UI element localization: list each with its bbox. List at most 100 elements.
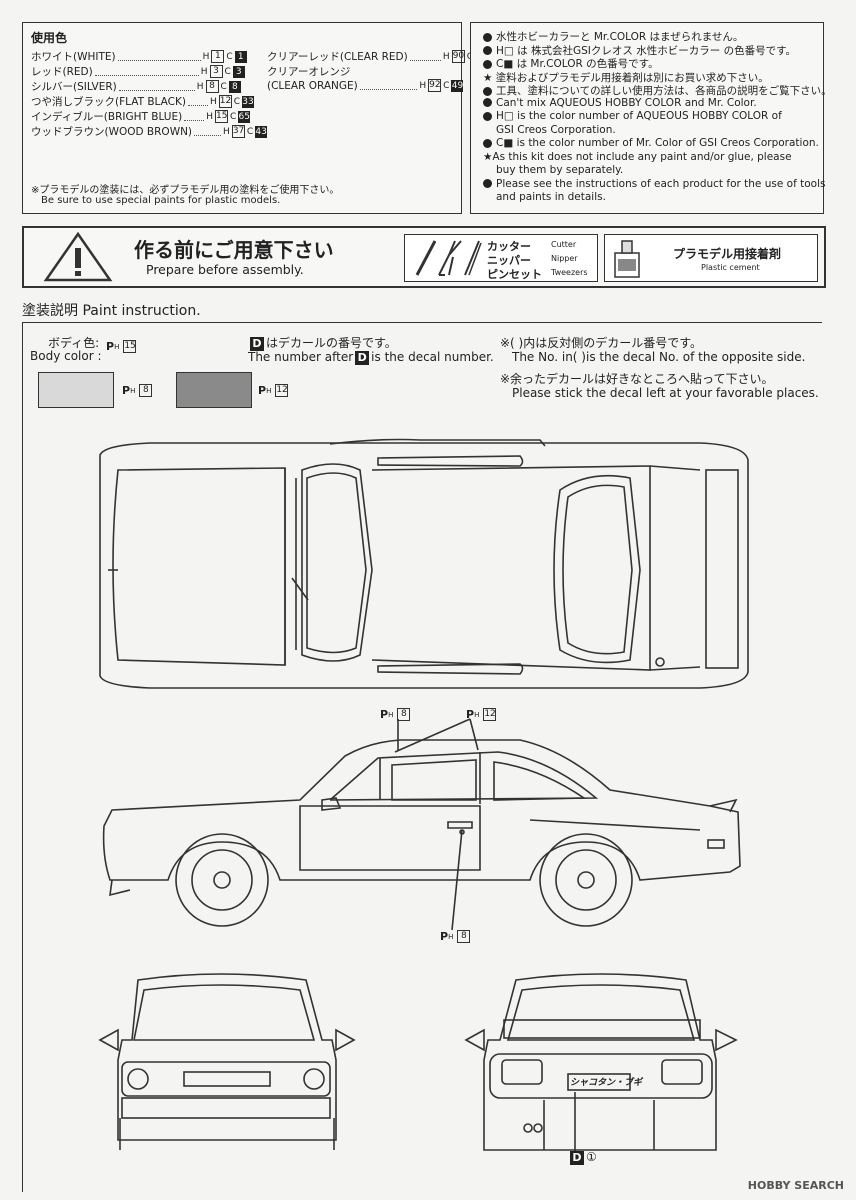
color-row: クリアーレッド(CLEAR RED)H90C47 (267, 49, 487, 64)
c-prefix: C (467, 52, 473, 62)
h-number: 1 (211, 50, 225, 63)
c-prefix: C (443, 80, 450, 91)
h-number: 12 (218, 95, 232, 108)
tools-box: カッター Cutter ニッパー Nipper ピンセット Tweezers (404, 234, 598, 282)
h-prefix: H (223, 126, 230, 137)
bullet-icon (483, 98, 492, 107)
note-line: GSI Creos Corporation. (496, 124, 616, 136)
note-text: 工具、塗料についての詳しい使用方法は、各商品の説明をご覧下さい。 (496, 85, 832, 97)
car-top-view (99, 438, 749, 689)
body-color-label-en: Body color : (30, 349, 102, 363)
leader-dots (409, 52, 441, 61)
decal-note-jp-text: はデカールの番号です。 (266, 336, 397, 350)
c-prefix: C (224, 66, 231, 77)
cement-bottle-icon (614, 240, 640, 278)
leader-dots (194, 127, 222, 136)
warning-triangle-icon (43, 231, 113, 282)
cement-label-en: Plastic cement (701, 263, 760, 272)
note-line: H□ は 株式会社GSIクレオス 水性ホビーカラー の色番号です。 (483, 43, 796, 58)
swatch-flat-black (176, 372, 252, 408)
c-prefix: C (226, 51, 233, 62)
note-text: and paints in details. (496, 191, 606, 203)
leftover-note-en: Please stick the decal left at your favo… (512, 386, 819, 400)
note-line: buy them by separately. (496, 164, 623, 176)
note-line: C■ は Mr.COLOR の色番号です。 (483, 56, 659, 71)
colors-footnote-jp: ※プラモデルの塗装には、必ずプラモデル用の塗料をご使用下さい。 (31, 185, 340, 196)
c-prefix: C (229, 111, 237, 122)
note-line: 工具、塗料についての詳しい使用方法は、各商品の説明をご覧下さい。 (483, 83, 832, 98)
tools-icon (415, 240, 482, 276)
swatch-black-number: 12 (275, 384, 289, 397)
rear-decal-number: ① (586, 1150, 597, 1164)
note-text: ★As this kit does not include any paint … (483, 150, 792, 163)
opposite-note-jp: ※( )内は反対側のデカール番号です。 (500, 336, 703, 350)
note-text: C■ is the color number of Mr. Color of G… (496, 137, 819, 149)
color-name: クリアーオレンジ (267, 66, 351, 78)
h-prefix: H (202, 51, 210, 62)
swatch-silver-number: 8 (139, 384, 153, 397)
color-name: ホワイト(WHITE) (31, 51, 116, 63)
opposite-note-en: The No. in( )is the decal No. of the opp… (512, 350, 806, 364)
car-front-view (98, 973, 356, 1150)
tool-tweezers-en: Tweezers (551, 268, 588, 277)
cement-label-jp: プラモデル用接着剤 (673, 247, 782, 261)
c-prefix: C (233, 96, 241, 107)
note-text: GSI Creos Corporation. (496, 123, 616, 136)
color-name: ウッドブラウン(WOOD BROWN) (31, 126, 193, 138)
note-text: Can't mix AQUEOUS HOBBY COLOR and Mr. Co… (496, 96, 757, 109)
decal-badge: D (570, 1151, 584, 1165)
color-name: つや消しブラック(FLAT BLACK) (31, 96, 186, 108)
leader-dots (117, 52, 201, 61)
tool-nipper-en: Nipper (551, 254, 578, 263)
section-left-rule (22, 322, 23, 1192)
bullet-icon (483, 46, 492, 55)
leader-dots (94, 67, 199, 76)
prepare-title-jp: 作る前にご用意下さい (134, 238, 334, 262)
notes-panel: 水性ホビーカラーと Mr.COLOR はまぜられません。H□ は 株式会社GSI… (470, 22, 832, 214)
note-line: ★ 塗料およびプラモデル用接着剤は別にお買い求め下さい。 (483, 70, 769, 85)
note-text: H□ is the color number of AQUEOUS HOBBY … (496, 110, 782, 122)
c-number: 43 (255, 125, 268, 138)
h-number: 3 (209, 65, 223, 78)
c-number: 1 (234, 50, 247, 63)
leader-dots (118, 82, 195, 91)
color-name: レッド(RED) (31, 66, 93, 78)
note-line: Can't mix AQUEOUS HOBBY COLOR and Mr. Co… (483, 97, 757, 109)
leader-dots (359, 81, 418, 90)
note-text: Please see the instructions of each prod… (496, 177, 826, 190)
c-number: 33 (242, 95, 255, 108)
h-prefix: H (206, 111, 213, 122)
c-number: 49 (451, 79, 464, 92)
note-line: C■ is the color number of Mr. Color of G… (483, 137, 819, 149)
color-row: クリアーオレンジ (267, 64, 350, 79)
cement-box: プラモデル用接着剤 Plastic cement (604, 234, 818, 282)
bullet-icon (483, 32, 492, 42)
h-prefix: H (209, 96, 217, 107)
h-prefix: H (200, 66, 208, 77)
decal-note-en-text: The number after (248, 350, 354, 364)
section-divider (22, 322, 822, 323)
c-prefix: C (246, 126, 254, 137)
note-line: ★As this kit does not include any paint … (483, 151, 792, 163)
swatch-silver (38, 372, 114, 408)
callout-side-3-number: 8 (457, 930, 471, 943)
c-number: 65 (238, 110, 251, 123)
decal-note-en-text2: is the decal number. (371, 350, 494, 364)
